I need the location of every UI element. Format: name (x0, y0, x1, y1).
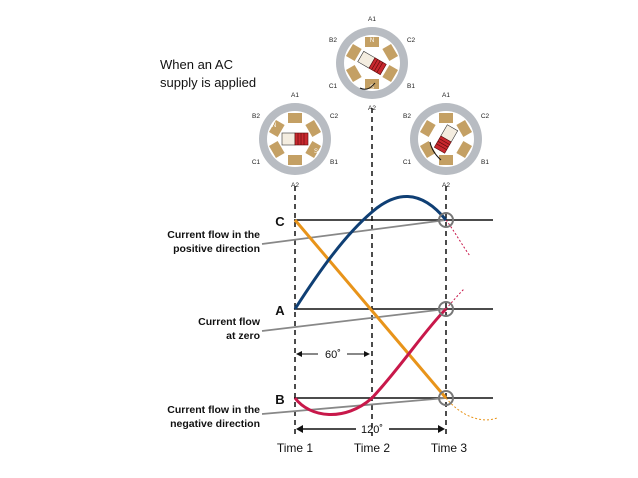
stator-time-2: N S (336, 27, 408, 99)
phase-label-b: B (275, 392, 284, 407)
phase-b-wave (293, 219, 448, 399)
labels-time-1: A1 A2 B2 B1 C2 C1 (252, 92, 339, 189)
pole-label-b2: B2 (252, 113, 260, 120)
pole-label-c1: C1 (329, 83, 338, 90)
intersection-marker (438, 212, 454, 228)
intersection-marker (438, 301, 454, 317)
phase-label-a: A (275, 303, 285, 318)
pointer-positive (261, 219, 447, 245)
pole-label-a2: A2 (442, 182, 450, 189)
phase-b-wave-continuation (445, 397, 498, 421)
diagram-caption: When an AC supply is applied (160, 56, 256, 92)
pointer-negative (261, 397, 447, 415)
note-positive-line-2: positive direction (173, 243, 260, 255)
note-negative: Current flow in the negative direction (150, 403, 260, 431)
caption-line-2: supply is applied (160, 75, 257, 90)
north-pole-label: N (370, 38, 374, 44)
note-zero-line-1: Current flow (198, 316, 260, 328)
note-positive: Current flow in the positive direction (150, 228, 260, 256)
stator-time-1: N S (259, 103, 331, 175)
note-zero-line-2: at zero (226, 330, 260, 342)
pole-label-c2: C2 (481, 113, 490, 120)
pole-label-b2: B2 (329, 37, 337, 44)
note-negative-line-2: negative direction (170, 418, 260, 430)
pole-label-a1: A1 (291, 92, 299, 99)
angle-label-120: 120˚ (361, 424, 383, 436)
time-label-3: Time 3 (431, 441, 468, 455)
phase-a-wave (293, 307, 448, 416)
rotation-arrow-icon (429, 141, 442, 161)
pole-label-c2: C2 (407, 37, 416, 44)
phase-a-wave-continuation (445, 288, 465, 310)
north-pole-label: N (432, 116, 436, 122)
north-pole-label: N (272, 123, 276, 129)
pointer-zero (261, 308, 447, 332)
labels-time-3: A1 A2 B2 B1 C2 C1 (403, 92, 490, 189)
pole-label-b2: B2 (403, 113, 411, 120)
pole-label-c2: C2 (330, 113, 339, 120)
rotation-arrow-icon (359, 82, 376, 90)
note-negative-line-1: Current flow in the (167, 404, 260, 416)
time-label-1: Time 1 (277, 441, 314, 455)
note-positive-line-1: Current flow in the (167, 229, 260, 241)
stator-time-3: N S (410, 103, 482, 175)
angle-label-60: 60˚ (325, 349, 341, 361)
dimension-60: 60˚ (296, 349, 370, 361)
dimension-120: 120˚ (296, 424, 445, 436)
pole-label-b1: B1 (407, 83, 415, 90)
pole-label-a1: A1 (442, 92, 450, 99)
note-zero: Current flow at zero (150, 315, 260, 343)
rotor-time-1 (281, 132, 309, 146)
south-pole-label: S (458, 157, 462, 163)
pole-label-a2: A2 (291, 182, 299, 189)
pole-label-a1: A1 (368, 16, 376, 23)
pole-label-b1: B1 (481, 159, 489, 166)
pole-label-b1: B1 (330, 159, 338, 166)
pole-label-c1: C1 (252, 159, 261, 166)
phase-c-wave (293, 195, 448, 310)
caption-line-1: When an AC (160, 57, 233, 72)
pole-label-c1: C1 (403, 159, 412, 166)
south-pole-label: S (314, 149, 318, 155)
phase-label-c: C (275, 214, 285, 229)
time-label-2: Time 2 (354, 441, 391, 455)
south-pole-label: S (370, 85, 374, 91)
intersection-marker (438, 390, 454, 406)
